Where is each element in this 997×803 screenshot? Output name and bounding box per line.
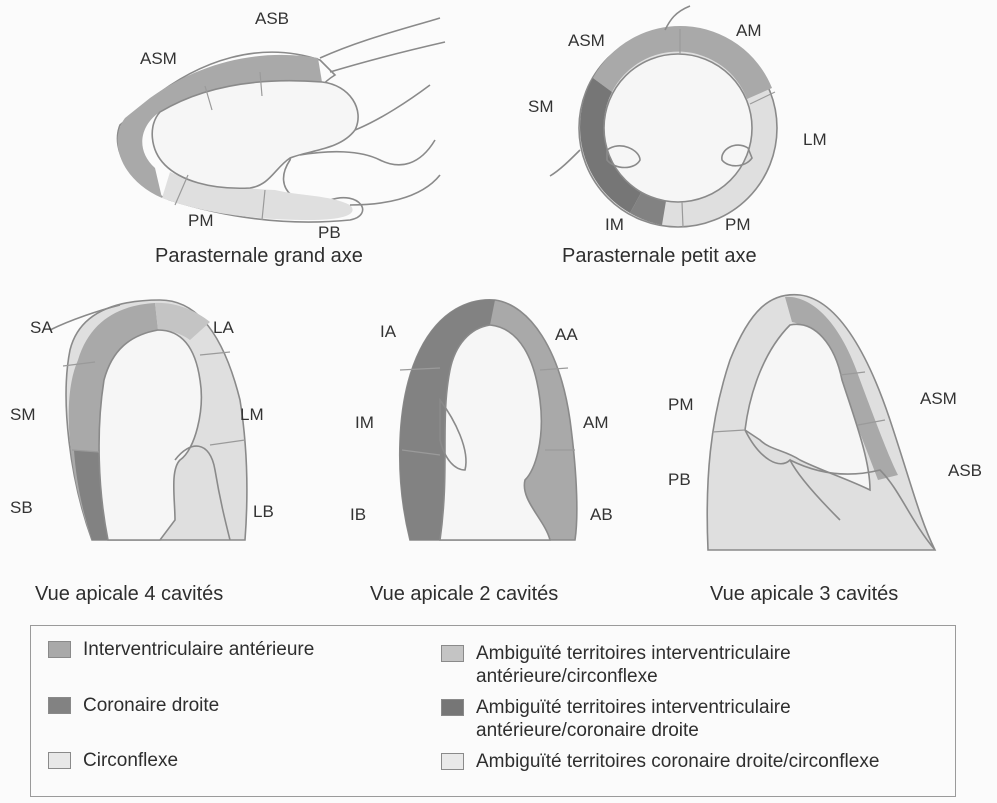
plax-label-asm: ASM [140, 49, 177, 68]
legend-label-amb-iva-cd: Ambiguïté territoires interventriculaire… [476, 696, 921, 742]
a2c-label-am: AM [583, 413, 609, 432]
legend-swatch-cd [48, 697, 71, 714]
legend-item-amb-cd-cx: Ambiguïté territoires coronaire droite/c… [441, 750, 921, 773]
legend-swatch-amb-iva-cd [441, 699, 464, 716]
plax-label-pm: PM [188, 211, 214, 230]
parasternal-short-axis-view: ASM AM SM LM IM PM Parasternale petit ax… [528, 6, 827, 267]
plax-la-posterior [350, 175, 440, 205]
a4c-label-la: LA [213, 318, 234, 337]
a4c-label-lm: LM [240, 405, 264, 424]
legend-label-amb-iva-cx: Ambiguïté territoires interventriculaire… [476, 642, 921, 688]
legend-item-amb-iva-cd: Ambiguïté territoires interventriculaire… [441, 696, 921, 742]
a2c-label-ia: IA [380, 322, 397, 341]
a3c-label-asm: ASM [920, 389, 957, 408]
psax-label-lm: LM [803, 130, 827, 149]
legend-item-cd: Coronaire droite [48, 694, 438, 717]
apical-4-chamber-view: SA LA SM LM SB LB Vue apicale 4 cavités [10, 300, 274, 605]
plax-label-asb: ASB [255, 9, 289, 28]
a4c-label-lb: LB [253, 502, 274, 521]
legend-item-cx: Circonflexe [48, 749, 438, 772]
a2c-caption: Vue apicale 2 cavités [370, 583, 558, 605]
a4c-caption: Vue apicale 4 cavités [35, 583, 223, 605]
legend-swatch-amb-cd-cx [441, 753, 464, 770]
legend-swatch-iva [48, 641, 71, 658]
apical-3-chamber-view: PM ASM PB ASB Vue apicale 3 cavités [668, 295, 982, 605]
a4c-label-sb: SB [10, 498, 33, 517]
parasternal-long-axis-view: ASB ASM PM PB Parasternale grand axe [117, 9, 445, 267]
apical-2-chamber-view: IA AA IM AM IB AB Vue apicale 2 cavités [350, 300, 613, 605]
plax-aorta-wall-top [320, 18, 440, 58]
a2c-label-im: IM [355, 413, 374, 432]
legend-item-amb-iva-cx: Ambiguïté territoires interventriculaire… [441, 642, 921, 688]
psax-label-am: AM [736, 21, 762, 40]
plax-caption: Parasternale grand axe [155, 245, 363, 267]
a3c-caption: Vue apicale 3 cavités [710, 583, 898, 605]
legend-label-cx: Circonflexe [83, 749, 178, 772]
psax-label-sm: SM [528, 97, 554, 116]
a4c-label-sa: SA [30, 318, 53, 337]
psax-caption: Parasternale petit axe [562, 245, 757, 267]
plax-aortic-wall-lower [355, 85, 430, 130]
legend-label-amb-cd-cx: Ambiguïté territoires coronaire droite/c… [476, 750, 879, 773]
legend-label-iva: Interventriculaire antérieure [83, 638, 314, 661]
psax-rv-wall-left [550, 150, 580, 176]
legend: Interventriculaire antérieure Coronaire … [30, 625, 956, 797]
legend-swatch-cx [48, 752, 71, 769]
psax-label-im: IM [605, 215, 624, 234]
a3c-label-pb: PB [668, 470, 691, 489]
a3c-label-asb: ASB [948, 461, 982, 480]
a2c-label-aa: AA [555, 325, 578, 344]
legend-label-cd: Coronaire droite [83, 694, 219, 717]
psax-label-pm: PM [725, 215, 751, 234]
psax-label-asm: ASM [568, 31, 605, 50]
a2c-label-ab: AB [590, 505, 613, 524]
legend-item-iva: Interventriculaire antérieure [48, 638, 438, 661]
legend-swatch-amb-iva-cx [441, 645, 464, 662]
plax-label-pb: PB [318, 223, 341, 242]
a2c-label-ib: IB [350, 505, 366, 524]
a4c-label-sm: SM [10, 405, 36, 424]
a3c-label-pm: PM [668, 395, 694, 414]
psax-cavity [604, 54, 752, 202]
